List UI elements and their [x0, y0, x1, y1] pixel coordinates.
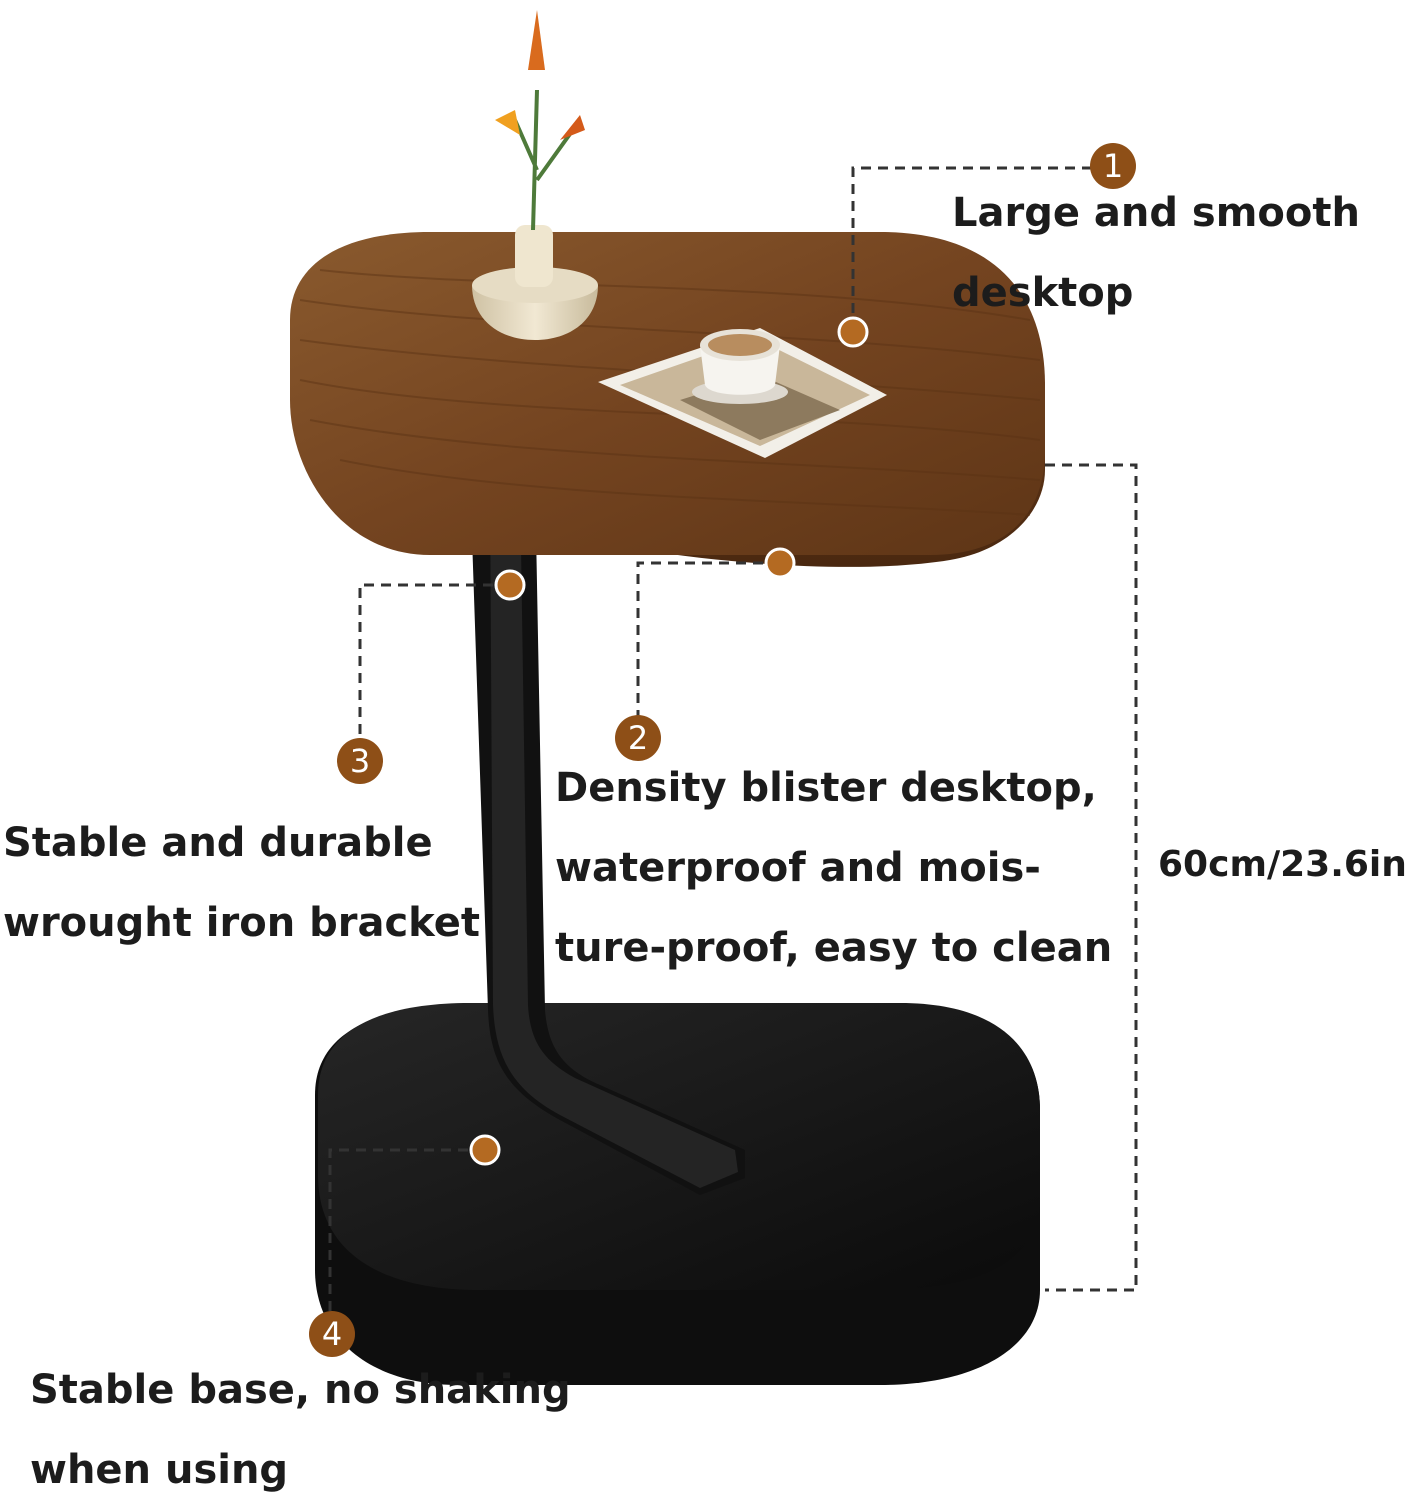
callout-2-line-3: ture-proof, easy to clean: [555, 925, 1113, 971]
callout-2-line-2: waterproof and mois-: [555, 845, 1041, 891]
callout-3-line-1: Stable and durable: [3, 820, 433, 866]
circle-number-icon: 2: [615, 715, 661, 761]
callout-3-line-2: wrought iron bracket: [3, 900, 480, 946]
callout-1-text: Large and smooth desktop: [952, 173, 1360, 333]
callout-4-text: Stable base, no shaking when using: [30, 1350, 571, 1510]
callout-4-line-2: when using: [30, 1447, 289, 1493]
vase-with-flower: [472, 10, 598, 340]
orange-dot-icon: [764, 547, 796, 579]
callout-1-line-2: desktop: [952, 270, 1134, 316]
callout-4-line-1: Stable base, no shaking: [30, 1367, 571, 1413]
height-dimension-label: 60cm/23.6in: [1158, 844, 1407, 885]
orange-dot-icon: [837, 316, 869, 348]
circle-number-icon: 4: [309, 1311, 355, 1357]
callout-2-line-1: Density blister desktop,: [555, 765, 1097, 811]
orange-dot-icon: [469, 1134, 501, 1166]
callout-1-line-1: Large and smooth: [952, 190, 1360, 236]
callout-2-text: Density blister desktop, waterproof and …: [555, 748, 1112, 988]
anchor-dots: [469, 316, 869, 1166]
table-base: [315, 1003, 1040, 1385]
circle-number-icon: 1: [1090, 143, 1136, 189]
circle-number-icon: 3: [337, 738, 383, 784]
callout-3-text: Stable and durable wrought iron bracket: [3, 803, 480, 963]
callout-leaders: [328, 166, 1138, 1320]
orange-dot-icon: [494, 569, 526, 601]
coffee-cup: [692, 329, 788, 404]
